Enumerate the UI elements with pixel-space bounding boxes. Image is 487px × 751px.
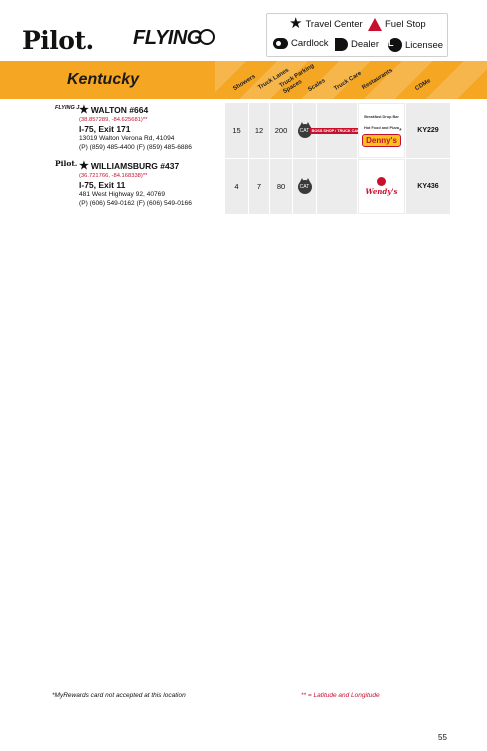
latlng-footnote: ** = Latitude and Longitude [301, 692, 380, 699]
restaurant-note: Breakfast Drop Bar [364, 114, 399, 119]
key-icon [273, 38, 288, 49]
store-name: ★ WILLIAMSBURG #437 [79, 159, 224, 172]
phone-numbers: (P) (606) 549-0162 (F) (606) 549-0166 [79, 200, 192, 207]
location-row: FLYING J ★ WALTON #664 (38.857289, -84.6… [55, 103, 450, 158]
showers-cell: 15 [225, 103, 248, 158]
triangle-icon [368, 18, 382, 31]
legend-box: ★ Travel Center Fuel Stop Cardlock Deale… [266, 13, 448, 57]
coordinates: (38.857289, -84.625681)** [79, 117, 224, 123]
flying-j-swoosh-icon [198, 29, 215, 45]
location-row: Pilot. ★ WILLIAMSBURG #437 (36.721766, -… [55, 159, 450, 214]
legend-licensee-label: Licensee [405, 39, 444, 51]
licensee-icon: L [388, 38, 402, 52]
store-name-text: WILLIAMSBURG #437 [90, 160, 180, 171]
cdme-cell: KY229 [406, 103, 450, 158]
restaurant-note: Hot Food and Pizza [363, 125, 399, 130]
parking-cell: 200 [270, 103, 292, 158]
star-icon: ★ [289, 15, 303, 32]
boss-truck-care-logo: BOSS SHOP / TRUCK CARE [309, 127, 365, 134]
myrewards-asterisk: * [399, 128, 402, 135]
legend-dealer: Dealer [335, 38, 379, 51]
wendys-logo: Wendy's [365, 177, 398, 196]
pilot-small-logo: Pilot. [55, 159, 78, 168]
truck-lanes-cell: 12 [249, 103, 269, 158]
state-title: Kentucky [67, 71, 140, 88]
flying-j-logo: FLYING [133, 27, 215, 50]
location-info: ★ WILLIAMSBURG #437 (36.721766, -84.1683… [79, 159, 224, 208]
truck-care-cell [317, 159, 357, 214]
store-name: ★ WALTON #664 [79, 103, 224, 116]
wendys-face-icon [376, 177, 386, 186]
legend-travel-center: ★ Travel Center [289, 15, 363, 32]
flying-j-small-logo: FLYING J [55, 105, 80, 111]
cat-scale-icon: CAT [297, 177, 312, 194]
scales-cell: CAT [293, 103, 316, 158]
wendys-wordmark: Wendy's [365, 187, 398, 196]
truck-lanes-cell: 7 [249, 159, 269, 214]
address: 13019 Walton Verona Rd, 41094 [79, 135, 175, 142]
legend-fuel-stop-label: Fuel Stop [385, 19, 426, 30]
cat-scale-icon: CAT [297, 121, 312, 138]
coordinates: (36.721766, -84.168338)** [79, 173, 224, 179]
coordinates-text: (38.857289, -84.625681) [79, 117, 143, 123]
dennys-logo: Denny's [362, 133, 401, 147]
legend-travel-center-label: Travel Center [305, 18, 363, 30]
coordinates-text: (36.721766, -84.168338) [79, 173, 143, 179]
truck-care-cell: BOSS SHOP / TRUCK CARE [309, 103, 365, 158]
showers-cell: 4 [225, 159, 248, 214]
band-stripes [215, 61, 487, 99]
legend-cardlock-label: Cardlock [291, 38, 329, 49]
legend-cardlock: Cardlock [273, 38, 329, 49]
phone-numbers: (P) (859) 485-4400 (F) (859) 485-6886 [79, 144, 192, 151]
exit-info: I-75, Exit 171 [79, 124, 131, 134]
store-name-text: WALTON #664 [90, 104, 149, 115]
exit-info: I-75, Exit 11 [79, 180, 126, 190]
dealer-icon [335, 38, 348, 51]
legend-licensee: L Licensee [388, 38, 443, 52]
legend-dealer-label: Dealer [351, 39, 379, 50]
address: 481 West Highway 92, 40769 [79, 191, 166, 198]
parking-cell: 80 [270, 159, 292, 214]
legend-fuel-stop: Fuel Stop [368, 18, 426, 31]
coordinates-mark: ** [142, 173, 148, 179]
location-info: ★ WALTON #664 (38.857289, -84.625681)** … [79, 103, 224, 152]
flying-j-wordmark: FLYING [133, 27, 202, 49]
restaurant-cell: Wendy's [358, 159, 405, 214]
star-icon: ★ [79, 160, 89, 172]
myrewards-footnote: *MyRewards card not accepted at this loc… [52, 692, 186, 699]
page-number: 55 [438, 733, 447, 742]
scales-cell: CAT [293, 159, 316, 214]
coordinates-mark: ** [142, 117, 148, 123]
pilot-logo: Pilot. [22, 26, 94, 55]
state-band [0, 61, 487, 99]
restaurant-cell: Breakfast Drop Bar Hot Food and Pizza De… [358, 103, 405, 158]
cdme-cell: KY436 [406, 159, 450, 214]
star-icon: ★ [79, 104, 89, 116]
